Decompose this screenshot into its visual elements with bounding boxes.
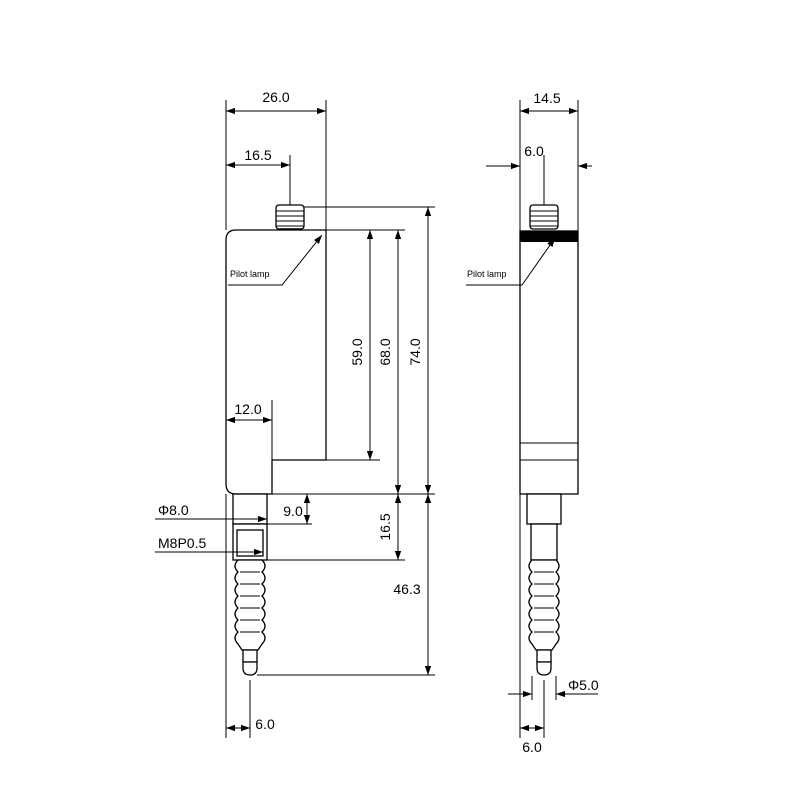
side-connector [529, 204, 559, 230]
side-dimension-lines [466, 107, 598, 732]
side-pilot-lamp-band [520, 231, 578, 242]
front-bellows [234, 559, 266, 676]
side-stem [526, 493, 562, 561]
front-stem-diameter-label: Φ8.0 [158, 502, 189, 518]
front-connector-offset-label: 16.5 [244, 147, 271, 163]
side-connector-offset-label: 6.0 [524, 143, 544, 159]
side-bellows [528, 559, 560, 676]
front-body-height-label: 59.0 [349, 338, 365, 365]
side-tip-offset-label: 6.0 [522, 739, 542, 755]
side-tip-diameter-label: Φ5.0 [568, 677, 599, 693]
side-view: 14.5 6.0 Pilot lamp Φ5.0 6.0 [466, 90, 599, 755]
front-stem [232, 493, 268, 561]
front-thread-length-label: 16.5 [377, 513, 393, 540]
front-dimension-lines [155, 107, 432, 732]
front-probe-offset-label: 6.0 [255, 716, 275, 732]
front-stem-length-label: 9.0 [283, 503, 303, 519]
side-housing [519, 230, 579, 495]
front-thread-spec-label: M8P0.5 [158, 535, 206, 551]
front-neck-width-label: 12.0 [234, 401, 261, 417]
side-width-label: 14.5 [533, 90, 560, 106]
front-probe-length-label: 46.3 [393, 581, 420, 597]
front-width-label: 26.0 [262, 89, 289, 105]
front-extension-lines [225, 100, 435, 738]
front-pilot-lamp-label: Pilot lamp [230, 269, 270, 279]
side-pilot-lamp-label: Pilot lamp [467, 269, 507, 279]
front-view: 26.0 16.5 Pilot lamp 59.0 68.0 74.0 12.0… [155, 89, 435, 738]
front-height-mid-label: 68.0 [377, 338, 393, 365]
front-height-total-label: 74.0 [407, 338, 423, 365]
